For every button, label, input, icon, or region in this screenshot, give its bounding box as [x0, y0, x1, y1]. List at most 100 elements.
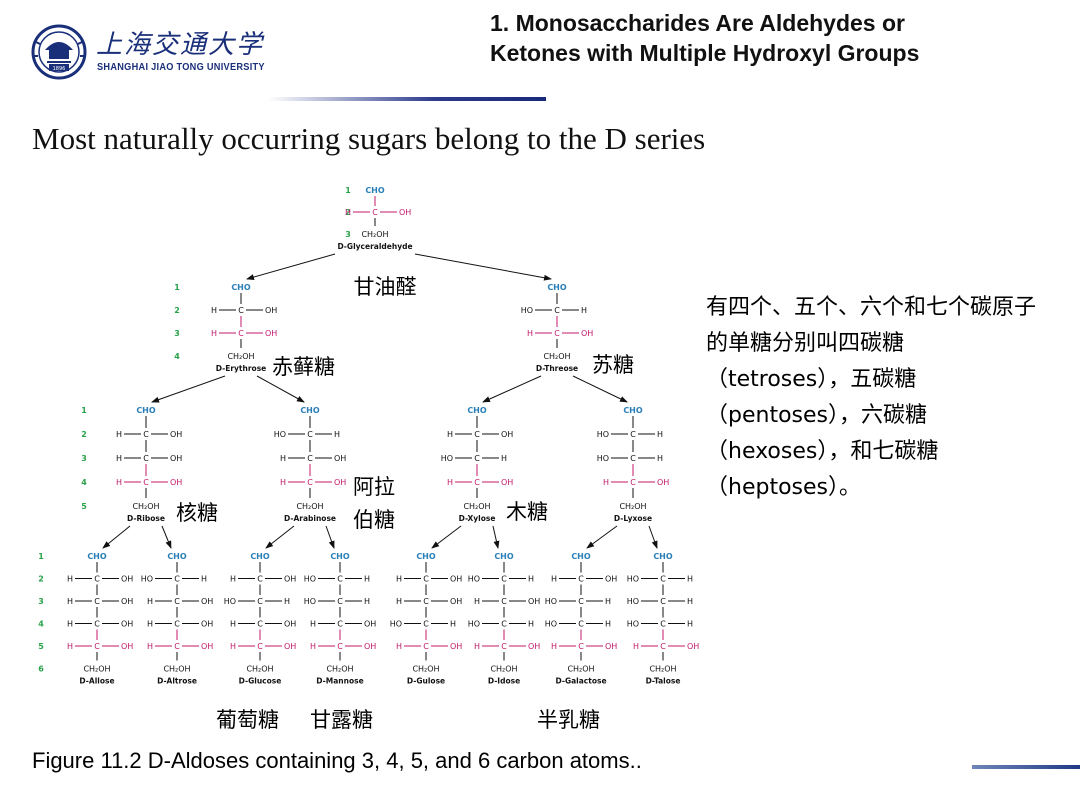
- carbon-atom: C: [501, 575, 507, 584]
- hydroxyl-group: OH: [201, 597, 213, 606]
- ch2oh-group: CH₂OH: [326, 665, 353, 674]
- h-atom: H: [605, 597, 611, 606]
- carbon-number: 5: [38, 642, 44, 651]
- cho-group: CHO: [250, 552, 270, 561]
- hydroxyl-group: HO: [627, 620, 639, 629]
- derivation-arrow: [151, 375, 226, 403]
- carbon-atom: C: [94, 597, 100, 606]
- h-atom: H: [605, 620, 611, 629]
- ch2oh-group: CH₂OH: [567, 665, 594, 674]
- carbon-atom: C: [307, 430, 313, 439]
- h-atom: H: [280, 454, 286, 463]
- ch2oh-group: CH₂OH: [619, 502, 646, 511]
- h-atom: H: [657, 430, 663, 439]
- hydroxyl-group: HO: [597, 430, 609, 439]
- carbon-atom: C: [143, 454, 149, 463]
- university-logo: 1896: [28, 22, 268, 82]
- h-atom: H: [551, 575, 557, 584]
- sugar-name-label: D-Lyxose: [614, 514, 652, 523]
- carbon-atom: C: [257, 597, 263, 606]
- hydroxyl-group: OH: [201, 642, 213, 651]
- carbon-atom: C: [143, 430, 149, 439]
- h-atom: H: [116, 478, 122, 487]
- carbon-atom: C: [143, 478, 149, 487]
- carbon-atom: C: [660, 575, 666, 584]
- cho-group: CHO: [623, 406, 643, 415]
- figure-caption: Figure 11.2 D-Aldoses containing 3, 4, 5…: [32, 748, 642, 773]
- sugar-name-label: D-Galactose: [555, 677, 606, 686]
- carbon-atom: C: [630, 478, 636, 487]
- hydroxyl-group: OH: [528, 642, 540, 651]
- carbon-atom: C: [372, 208, 378, 217]
- carbon-number: 1: [345, 186, 351, 195]
- sugar-name-label: D-Glucose: [239, 677, 282, 686]
- carbon-atom: C: [630, 430, 636, 439]
- h-atom: H: [67, 575, 73, 584]
- hydroxyl-group: OH: [450, 642, 462, 651]
- sugar-name-label: D-Erythrose: [216, 364, 267, 373]
- derivation-arrow: [414, 253, 552, 281]
- carbon-number: 6: [38, 665, 44, 674]
- h-atom: H: [67, 620, 73, 629]
- hydroxyl-group: OH: [121, 642, 133, 651]
- carbon-atom: C: [94, 620, 100, 629]
- sugar-cn-name: 甘露糖: [310, 708, 373, 732]
- h-atom: H: [364, 597, 370, 606]
- carbon-number: 5: [81, 502, 87, 511]
- cho-group: CHO: [136, 406, 156, 415]
- hydroxyl-group: OH: [364, 620, 376, 629]
- sugar-cn-name: 半乳糖: [537, 708, 600, 732]
- ch2oh-group: CH₂OH: [543, 352, 570, 361]
- hydroxyl-group: OH: [170, 430, 182, 439]
- carbon-atom: C: [660, 597, 666, 606]
- carbon-atom: C: [578, 642, 584, 651]
- h-atom: H: [284, 597, 290, 606]
- hydroxyl-group: OH: [265, 329, 277, 338]
- cho-group: CHO: [653, 552, 673, 561]
- slide-title-line1: 1. Monosaccharides Are Aldehydes or: [490, 10, 905, 36]
- hydroxyl-group: HO: [304, 597, 316, 606]
- ch2oh-group: CH₂OH: [361, 230, 388, 239]
- h-atom: H: [687, 575, 693, 584]
- hydroxyl-group: OH: [501, 478, 513, 487]
- carbon-atom: C: [474, 454, 480, 463]
- h-atom: H: [501, 454, 507, 463]
- h-atom: H: [211, 329, 217, 338]
- carbon-number: 2: [38, 575, 44, 584]
- ch2oh-group: CH₂OH: [132, 502, 159, 511]
- hydroxyl-group: OH: [687, 642, 699, 651]
- carbon-number: 1: [174, 283, 180, 292]
- sugar-name-label: D-Mannose: [316, 677, 363, 686]
- carbon-atom: C: [337, 597, 343, 606]
- sugar-name-label: D-Altrose: [157, 677, 197, 686]
- hydroxyl-group: HO: [274, 430, 286, 439]
- university-name-cn: 上海交通大学: [96, 30, 265, 60]
- hydroxyl-group: HO: [627, 575, 639, 584]
- ch2oh-group: CH₂OH: [246, 665, 273, 674]
- h-atom: H: [201, 575, 207, 584]
- ch2oh-group: CH₂OH: [490, 665, 517, 674]
- carbon-atom: C: [501, 597, 507, 606]
- carbon-atom: C: [307, 478, 313, 487]
- h-atom: H: [687, 597, 693, 606]
- h-atom: H: [211, 306, 217, 315]
- hydroxyl-group: HO: [468, 620, 480, 629]
- carbon-number: 4: [81, 478, 87, 487]
- carbon-atom: C: [578, 620, 584, 629]
- hydroxyl-group: HO: [390, 620, 402, 629]
- hydroxyl-group: HO: [304, 575, 316, 584]
- h-atom: H: [450, 620, 456, 629]
- hydroxyl-group: HO: [141, 575, 153, 584]
- derivation-arrow: [431, 525, 462, 549]
- h-atom: H: [280, 478, 286, 487]
- carbon-atom: C: [94, 575, 100, 584]
- derivation-arrow: [492, 525, 500, 549]
- side-description: 有四个、五个、六个和七个碳原子的单糖分别叫四碳糖（tetroses），五碳糖（p…: [706, 295, 1037, 500]
- h-atom: H: [230, 642, 236, 651]
- sugar-name-label: D-Allose: [79, 677, 114, 686]
- sugar-name-label: D-Ribose: [127, 514, 165, 523]
- ch2oh-group: CH₂OH: [227, 352, 254, 361]
- h-atom: H: [116, 454, 122, 463]
- cho-group: CHO: [167, 552, 187, 561]
- cho-group: CHO: [467, 406, 487, 415]
